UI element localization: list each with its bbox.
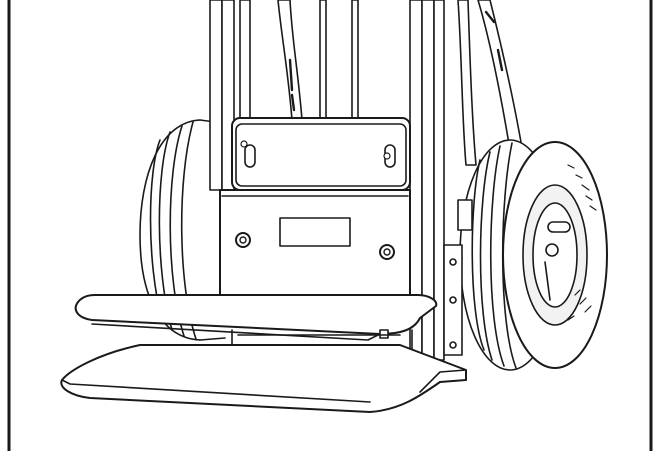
- upright-frame: [209, 0, 523, 361]
- lower-nose-plate: [60, 344, 467, 413]
- right-wheel: [459, 139, 608, 371]
- front-plate: [219, 189, 411, 301]
- tire-lettering: [567, 164, 597, 321]
- upper-mount-plate: [231, 117, 411, 191]
- upper-nose-plate: [74, 294, 438, 341]
- side-bracket: [443, 199, 473, 356]
- frame-border: [7, 0, 653, 451]
